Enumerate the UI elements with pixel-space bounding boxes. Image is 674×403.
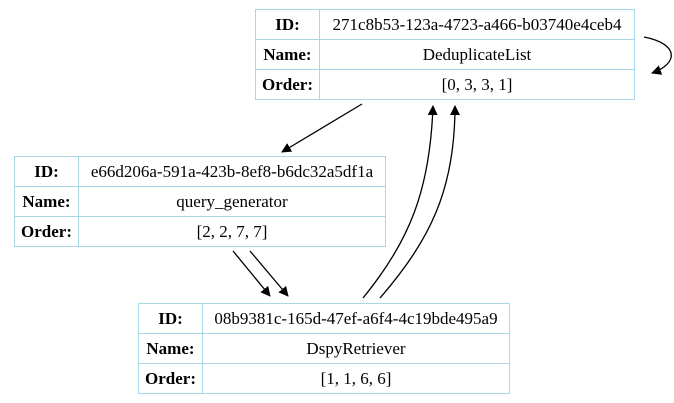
edge-deduplicatelist-self-loop	[643, 36, 672, 75]
name-label: Name:	[255, 39, 320, 70]
order-label: Order:	[14, 216, 79, 247]
id-label: ID:	[255, 9, 320, 40]
id-label: ID:	[138, 303, 203, 334]
edge-dspyretriever-to-deduplicatelist-1	[362, 105, 438, 299]
node-order-value: [0, 3, 3, 1]	[318, 69, 636, 100]
node-name-value: query_generator	[77, 186, 387, 217]
node-name-value: DspyRetriever	[201, 333, 511, 364]
order-label: Order:	[138, 363, 203, 394]
edge-query-generator-to-dspyretriever-1	[232, 250, 271, 297]
node-id-value: 08b9381c-165d-47ef-a6f4-4c19bde495a9	[201, 303, 511, 334]
edge-query-generator-to-dspyretriever-2	[249, 250, 289, 297]
node-id-row: ID: e66d206a-591a-423b-8ef8-b6dc32a5df1a	[14, 156, 387, 187]
edge-dspyretriever-to-deduplicatelist-2	[379, 105, 460, 299]
node-order-row: Order: [2, 2, 7, 7]	[14, 216, 387, 247]
node-dspyretriever[interactable]: ID: 08b9381c-165d-47ef-a6f4-4c19bde495a9…	[138, 303, 511, 394]
node-deduplicatelist[interactable]: ID: 271c8b53-123a-4723-a466-b03740e4ceb4…	[255, 9, 636, 100]
node-order-row: Order: [0, 3, 3, 1]	[255, 69, 636, 100]
node-id-value: e66d206a-591a-423b-8ef8-b6dc32a5df1a	[77, 156, 387, 187]
node-id-row: ID: 271c8b53-123a-4723-a466-b03740e4ceb4	[255, 9, 636, 40]
node-order-row: Order: [1, 1, 6, 6]	[138, 363, 511, 394]
node-name-row: Name: DspyRetriever	[138, 333, 511, 364]
name-label: Name:	[138, 333, 203, 364]
node-query-generator[interactable]: ID: e66d206a-591a-423b-8ef8-b6dc32a5df1a…	[14, 156, 387, 247]
id-label: ID:	[14, 156, 79, 187]
node-order-value: [2, 2, 7, 7]	[77, 216, 387, 247]
node-id-value: 271c8b53-123a-4723-a466-b03740e4ceb4	[318, 9, 636, 40]
node-order-value: [1, 1, 6, 6]	[201, 363, 511, 394]
name-label: Name:	[14, 186, 79, 217]
node-name-value: DeduplicateList	[318, 39, 636, 70]
node-name-row: Name: query_generator	[14, 186, 387, 217]
order-label: Order:	[255, 69, 320, 100]
edge-deduplicatelist-to-query-generator	[281, 103, 363, 153]
node-id-row: ID: 08b9381c-165d-47ef-a6f4-4c19bde495a9	[138, 303, 511, 334]
node-name-row: Name: DeduplicateList	[255, 39, 636, 70]
